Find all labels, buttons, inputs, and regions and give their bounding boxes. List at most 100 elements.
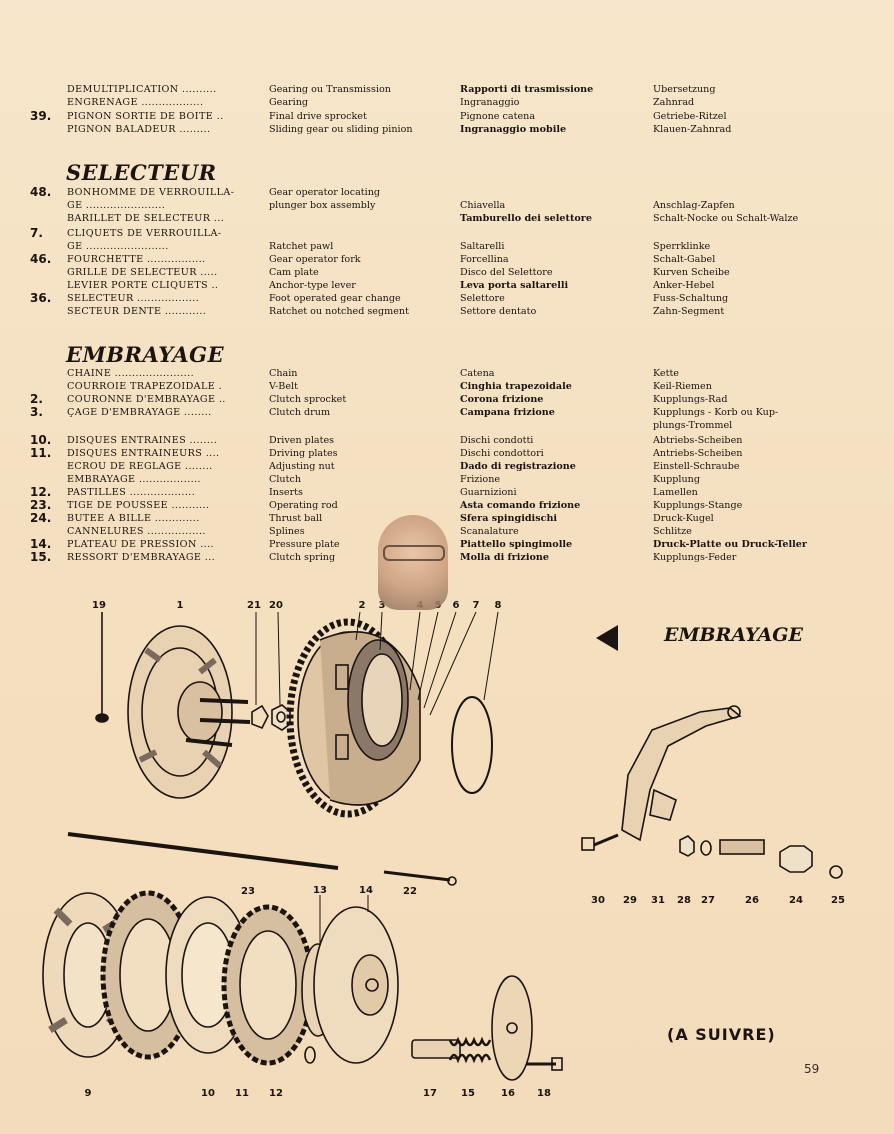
cell-it: Catena [460, 368, 495, 379]
section-title-embrayage: EMBRAYAGE [66, 342, 225, 367]
part-1-hub [127, 625, 251, 799]
table-row: 48.BONHOMME DE VERROUILLA-Gear operator … [0, 186, 894, 199]
cell-en: Operating rod [269, 500, 338, 511]
cell-fr: CHAINE ....................... [67, 368, 195, 379]
cell-de: Einstell-Schraube [653, 461, 740, 472]
cell-en: Driving plates [269, 448, 338, 459]
cell-de: Fuss-Schaltung [653, 293, 729, 304]
pointer-arrow-icon [596, 625, 618, 651]
cell-fr: BARILLET DE SELECTEUR ... [67, 213, 225, 224]
callout-3: 3 [379, 600, 386, 611]
cell-en: Anchor-type lever [269, 280, 356, 291]
cell-de: Druck-Platte ou Druck-Teller [653, 539, 807, 550]
cell-de: plungs-Trommel [653, 420, 733, 431]
cell-it: Settore dentato [460, 306, 537, 317]
diagram-label: EMBRAYAGE [664, 624, 803, 646]
cell-num: 39. [30, 108, 52, 123]
cell-fr: GRILLE DE SELECTEUR ..... [67, 267, 218, 278]
table-row: EMBRAYAGE .................. Clutch Frizio… [0, 473, 894, 486]
callout-11: 11 [235, 1088, 249, 1099]
part-16-cover [491, 975, 533, 1081]
cell-it: Forcellina [460, 254, 509, 265]
cell-en: Gearing [269, 97, 309, 109]
cell-de: Getriebe-Ritzel [653, 110, 727, 122]
table-row: GE ....................... plunger box a… [0, 199, 894, 212]
part-23-operating-rod [67, 832, 339, 870]
cell-num: 7. [30, 226, 43, 240]
cell-num: 14. [30, 537, 52, 551]
cell-de: Anker-Hebel [653, 280, 715, 291]
callout-1: 1 [177, 600, 184, 611]
cell-it: Chiavella [460, 200, 506, 211]
part-26-adjuster [719, 839, 765, 855]
cell-it: Cinghia trapezoidale [460, 381, 572, 392]
cell-en: Cam plate [269, 267, 319, 278]
cell-num: 3. [30, 405, 43, 419]
cell-it: Saltarelli [460, 241, 505, 252]
callout-31: 31 [651, 895, 665, 906]
cell-fr: EMBRAYAGE .................. [67, 474, 201, 485]
cell-num: 36. [30, 291, 52, 305]
callout-8: 8 [495, 600, 502, 611]
cell-it: Selettore [460, 293, 505, 304]
cell-fr: COURROIE TRAPEZOIDALE . [67, 381, 223, 392]
cell-en: Clutch [269, 474, 301, 485]
cell-de: Zahnrad [653, 97, 695, 109]
cell-en: Pressure plate [269, 539, 340, 550]
callout-28: 28 [677, 895, 691, 906]
callout-19: 19 [92, 600, 106, 611]
cell-fr: BUTEE A BILLE ............. [67, 513, 200, 524]
cell-de: Zahn-Segment [653, 306, 725, 317]
cell-it: Tamburello dei selettore [460, 213, 592, 224]
cell-it: Pignone catena [460, 110, 536, 122]
callout-21: 21 [247, 600, 261, 611]
cell-it: Dado di registrazione [460, 461, 576, 472]
cell-de: Schalt-Nocke ou Schalt-Walze [653, 213, 799, 224]
cell-en: Gear operator fork [269, 254, 361, 265]
cell-en: Chain [269, 368, 298, 379]
cell-fr: DISQUES ENTRAINEURS .... [67, 448, 220, 459]
callout-14: 14 [359, 885, 373, 896]
callout-27: 27 [701, 895, 715, 906]
cell-fr: ÇAGE D'EMBRAYAGE ........ [67, 407, 212, 418]
callout-7: 7 [473, 600, 480, 611]
cell-it: Corona frizione [460, 394, 544, 405]
cell-fr: PIGNON BALADEUR ......... [67, 124, 211, 136]
cell-de: Kupplungs-Rad [653, 394, 728, 405]
callout-16: 16 [501, 1088, 515, 1099]
cell-en: Inserts [269, 487, 303, 498]
cell-it: Ingranaggio [460, 97, 520, 109]
cell-it: Dischi condotti [460, 435, 534, 446]
cell-it: Frizione [460, 474, 501, 485]
portrait-glasses [383, 545, 445, 561]
cell-it: Rapporti di trasmissione [460, 84, 594, 95]
cell-en: Ratchet ou notched segment [269, 306, 409, 317]
cell-en: Driven plates [269, 435, 335, 446]
cell-de: Kurven Scheibe [653, 267, 730, 278]
cell-num: 2. [30, 392, 43, 406]
cell-fr: GE ........................ [67, 241, 169, 252]
cell-num: 23. [30, 498, 52, 512]
cell-it: Guarnizioni [460, 487, 517, 498]
part-14-pressure-plate [313, 906, 399, 1064]
part-22-rod [383, 870, 451, 882]
cell-it: Asta comando frizione [460, 500, 581, 511]
callout-9: 9 [85, 1088, 92, 1099]
table-row: 10.DISQUES ENTRAINES ........Driven plat… [0, 434, 894, 447]
cell-de: Sperrklinke [653, 241, 711, 252]
part-12-inserts-plate [221, 904, 315, 1066]
cell-it: Dischi condottori [460, 448, 544, 459]
callout-26: 26 [745, 895, 759, 906]
cell-fr: FOURCHETTE ................. [67, 254, 206, 265]
table-row: 23.TIGE DE POUSSEE ...........Operating … [0, 499, 894, 512]
cell-de: Kette [653, 368, 679, 379]
cell-fr: GE ....................... [67, 200, 166, 211]
